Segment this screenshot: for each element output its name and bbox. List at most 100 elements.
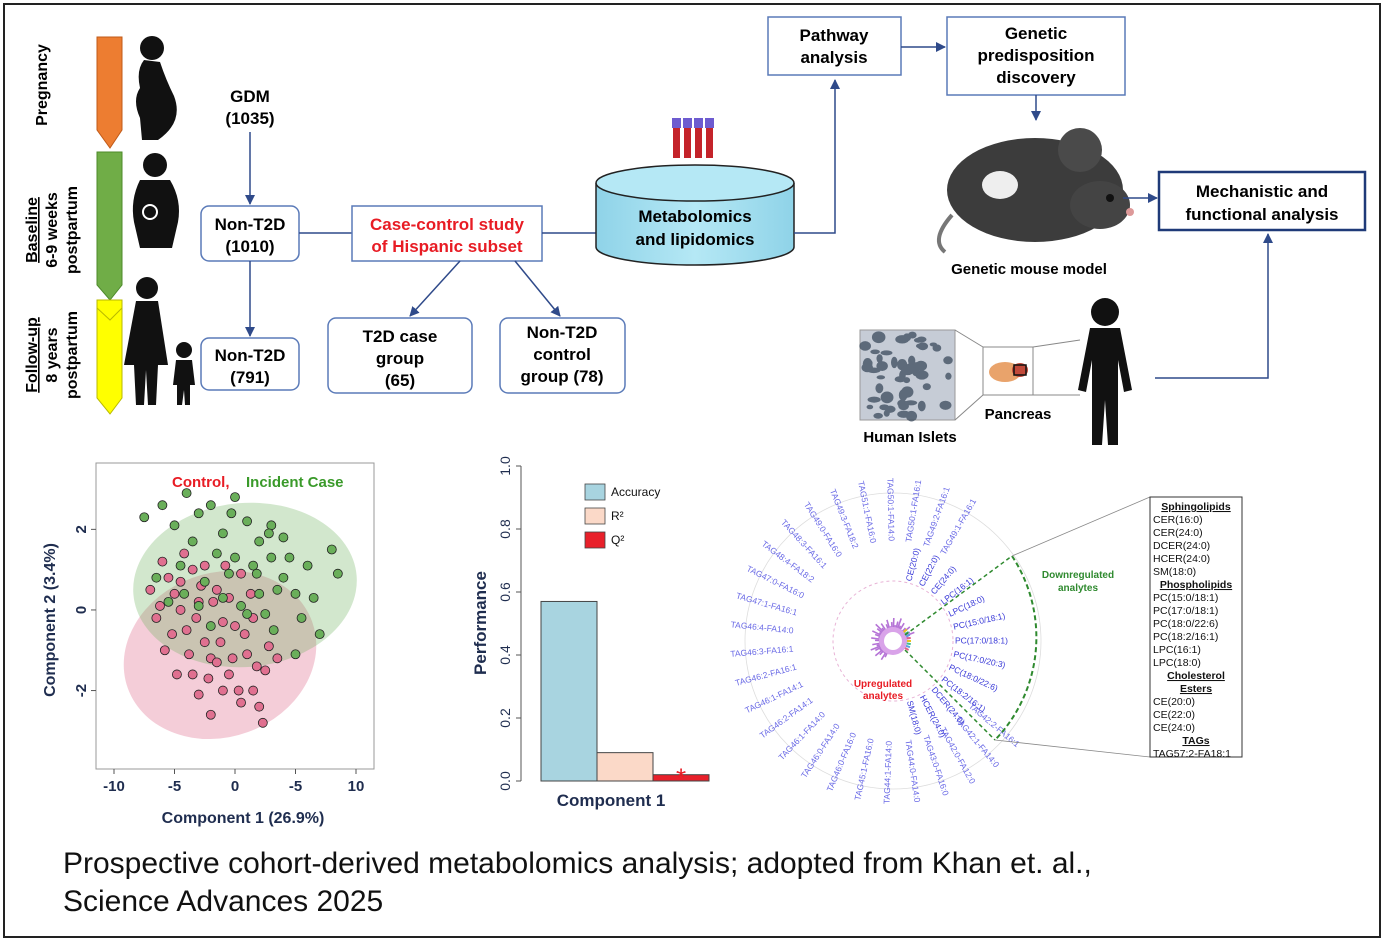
scatter-point-incident-case — [332, 568, 343, 579]
ring-label: TAG47:1-FA16:1 — [735, 591, 799, 618]
scatter-point-control — [272, 653, 283, 664]
scatter-point-incident-case — [296, 613, 307, 623]
genetic-box — [946, 16, 1126, 96]
scatter-point-control — [254, 701, 265, 712]
t2d-case-l1: T2D case — [363, 327, 438, 346]
ring-label: TAG45:1-FA16:0 — [852, 737, 875, 801]
scatter-point-incident-case — [272, 584, 283, 595]
islets-label: Human Islets — [863, 429, 956, 446]
scatter-ytick: 2 — [73, 525, 90, 533]
scatter-point-control — [211, 584, 222, 595]
scatter-xtick: -5 — [168, 778, 181, 795]
up-label-2: analytes — [863, 691, 903, 702]
scatter-point-incident-case — [224, 568, 234, 579]
mechanistic-l1: Mechanistic and — [1196, 182, 1328, 201]
case-control-title: Case-control study — [370, 215, 525, 234]
scatter-point-control — [248, 685, 259, 696]
scatter-point-incident-case — [205, 500, 216, 511]
table-section-title: Esters — [1180, 683, 1212, 695]
table-item: LPC(16:1) — [1153, 644, 1201, 656]
scatter-point-control — [193, 689, 204, 700]
table-section-title: Phospholipids — [1160, 579, 1232, 591]
nont2d-followup-label: Non-T2D — [215, 346, 286, 365]
timeline: Pregnancy Baseline 6-9 weeks postpartum … — [24, 36, 195, 415]
scatter-point-control — [227, 653, 238, 664]
table-item: SM(18:0) — [1153, 566, 1196, 578]
table-item: LPC(18:0) — [1153, 657, 1201, 669]
control-group-box — [499, 317, 626, 394]
table-item: CER(16:0) — [1153, 514, 1203, 526]
scatter-point-control — [236, 697, 246, 708]
baseline-label: Baseline — [24, 197, 41, 263]
scatter-point-incident-case — [266, 552, 277, 563]
scatter-point-incident-case — [284, 552, 295, 563]
scatter-point-control — [245, 588, 256, 599]
bar-ylabel: Performance — [471, 571, 490, 675]
ring-label: TAG46:3-FA16:1 — [730, 644, 794, 659]
metabolomics-cylinder: Metabolomics and lipidomics — [595, 164, 795, 266]
table-item: DCER(24:0) — [1153, 540, 1210, 552]
caption-line-1: Prospective cohort-derived metabolomics … — [63, 847, 1092, 880]
ring-label: SM(18:0) — [905, 699, 924, 736]
scatter-point-incident-case — [211, 548, 222, 559]
scatter-point-control — [239, 629, 250, 640]
down-label-2: analytes — [1058, 583, 1098, 594]
table-item: PC(18:0/22:6) — [1153, 618, 1218, 630]
q2-significance-star: * — [676, 763, 686, 793]
pregnancy-arrow — [96, 36, 123, 149]
scatter-point-control — [230, 621, 240, 631]
scatter-point-control — [187, 669, 198, 680]
scatter-point-control — [187, 564, 198, 575]
scatter-point-control — [260, 665, 271, 676]
table-item: CE(24:0) — [1153, 722, 1195, 734]
legend-control: Control, — [172, 474, 230, 491]
scatter-point-control — [257, 717, 268, 728]
scatter-point-control — [145, 584, 156, 595]
pathway-l2: analysis — [800, 48, 867, 67]
figure-frame — [3, 3, 1381, 938]
pregnant-woman-icon — [136, 36, 177, 140]
table-item: CE(20:0) — [1153, 696, 1195, 708]
caption-line-2: Science Advances 2025 — [63, 885, 384, 918]
pathway-box — [767, 16, 902, 76]
flow-diagram: GDM (1035) Non-T2D (1010) Non-T2D (791) … — [200, 16, 1367, 446]
scatter-point-control — [175, 576, 186, 587]
scatter-point-incident-case — [248, 560, 259, 571]
scatter-point-control — [172, 669, 182, 680]
scatter-xlabel: Component 1 (26.9%) — [162, 810, 325, 827]
scatter-xtick: 10 — [348, 778, 365, 795]
scatter-point-incident-case — [217, 592, 228, 603]
scatter-point-incident-case — [199, 576, 210, 587]
bar-xlabel: Component 1 — [557, 791, 666, 810]
scatter-point-incident-case — [169, 520, 180, 531]
scatter-ytick: 0 — [73, 606, 90, 614]
scatter-xtick: 0 — [231, 778, 239, 795]
scatter-point-control — [208, 596, 219, 607]
scatter-xtick: -5 — [289, 778, 302, 795]
scatter-point-incident-case — [205, 621, 216, 631]
human-islets-image — [859, 329, 956, 422]
scatter-point-incident-case — [254, 536, 265, 547]
t2d-case-l3: (65) — [385, 371, 415, 390]
scatter-point-incident-case — [163, 596, 174, 607]
scatter-point-control — [179, 548, 190, 559]
bar-2 — [652, 774, 710, 782]
scatter-point-incident-case — [266, 520, 277, 531]
bar-ytick: 0.8 — [497, 519, 513, 539]
nont2d-followup-box — [200, 337, 300, 391]
scatter-ytick: -2 — [73, 684, 90, 697]
control-group-l3: group (78) — [520, 367, 603, 386]
table-item: TAG57:2-FA18:1 — [1153, 748, 1231, 760]
scatter-point-control — [233, 685, 244, 696]
scatter-xtick: -10 — [103, 778, 125, 795]
scatter-point-incident-case — [242, 609, 253, 619]
ring-label: TAG50:1-FA14:0 — [885, 478, 896, 542]
circular-plot: TAG49:1-FA16:1TAG49:2-FA16:1TAG50:1-FA16… — [730, 478, 1243, 804]
followup-arrow — [96, 299, 123, 415]
scatter-point-control — [199, 560, 210, 571]
figure-caption: Prospective cohort-derived metabolomics … — [63, 845, 1092, 921]
nont2d-baseline-label: Non-T2D — [215, 215, 286, 234]
legend-label: Accuracy — [611, 485, 660, 499]
control-group-l1: Non-T2D — [527, 323, 598, 342]
